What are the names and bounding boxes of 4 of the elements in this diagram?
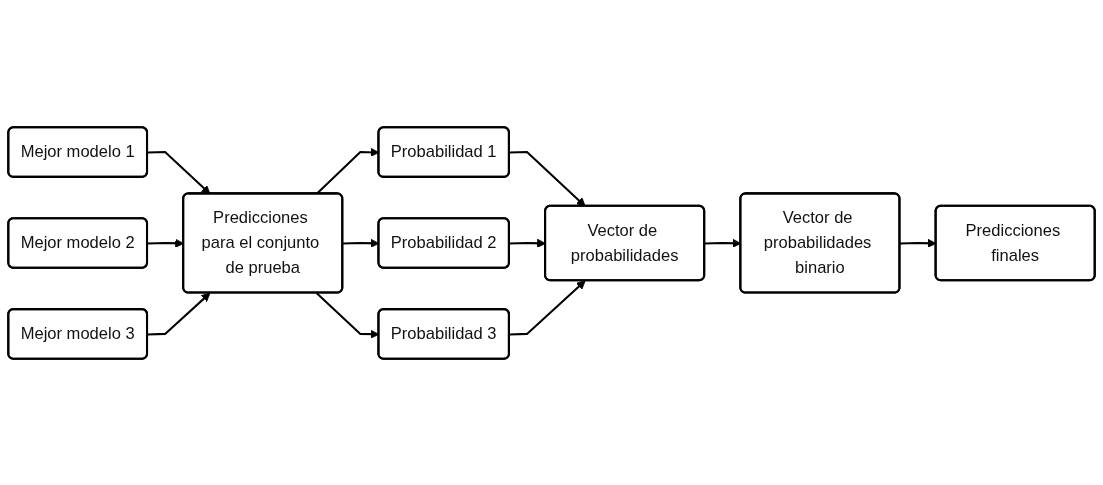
flowchart: Mejor modelo 1 Mejor modelo 2 Mejor modelo 3 Predicciones para el conjunto de prueba Probabilidad 1 Probabilidad 2 Probabilidad 3 Vector de probabilidades Vector de probabilidades binario Predicciones finales [0,118,1103,367]
arrow [509,279,586,335]
arrow [147,292,211,335]
arrow [509,238,546,248]
